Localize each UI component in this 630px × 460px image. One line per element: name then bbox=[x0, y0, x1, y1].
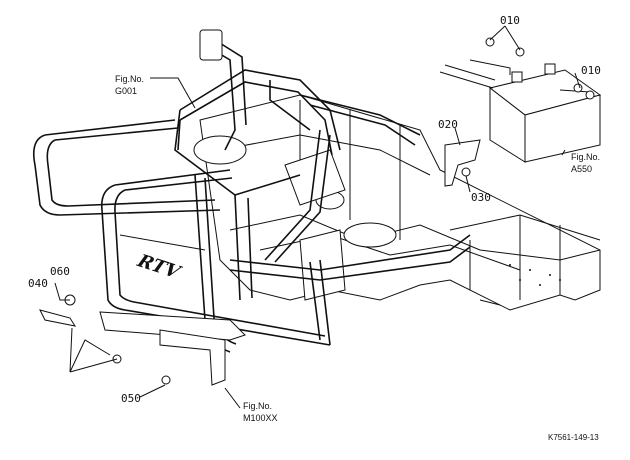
main-frame bbox=[193, 94, 601, 311]
battery-bracket bbox=[444, 139, 481, 187]
mounting-plate-parts bbox=[39, 294, 171, 385]
callout-020: 020 bbox=[438, 118, 458, 131]
callout-040: 040 bbox=[28, 277, 48, 290]
leader-lines bbox=[54, 25, 581, 409]
callout-030: 030 bbox=[471, 191, 491, 204]
front-bumper: RTV bbox=[32, 119, 471, 386]
drawing-number: K7561-149-13 bbox=[548, 433, 599, 442]
callouts: 010 010 020 030 040 060 050 bbox=[28, 14, 601, 405]
fig-ref-m100xx-label: Fig.No. bbox=[243, 401, 272, 411]
fig-ref-g001-label: Fig.No. bbox=[115, 74, 144, 84]
battery-assembly bbox=[439, 37, 602, 163]
fig-ref-g001-code: G001 bbox=[115, 86, 137, 96]
bumper-rtv-logo: RTV bbox=[132, 252, 185, 283]
fig-ref-m100xx-code: M100XX bbox=[243, 413, 278, 423]
figure-references: Fig.No. G001 Fig.No. A550 Fig.No. M100XX bbox=[115, 74, 600, 423]
fig-ref-a550-code: A550 bbox=[571, 164, 592, 174]
callout-060: 060 bbox=[50, 265, 70, 278]
callout-010-top: 010 bbox=[500, 14, 520, 27]
fig-ref-a550-label: Fig.No. bbox=[571, 152, 600, 162]
callout-010-right: 010 bbox=[581, 64, 601, 77]
roll-frame-tubes bbox=[174, 29, 421, 301]
callout-050: 050 bbox=[121, 392, 141, 405]
